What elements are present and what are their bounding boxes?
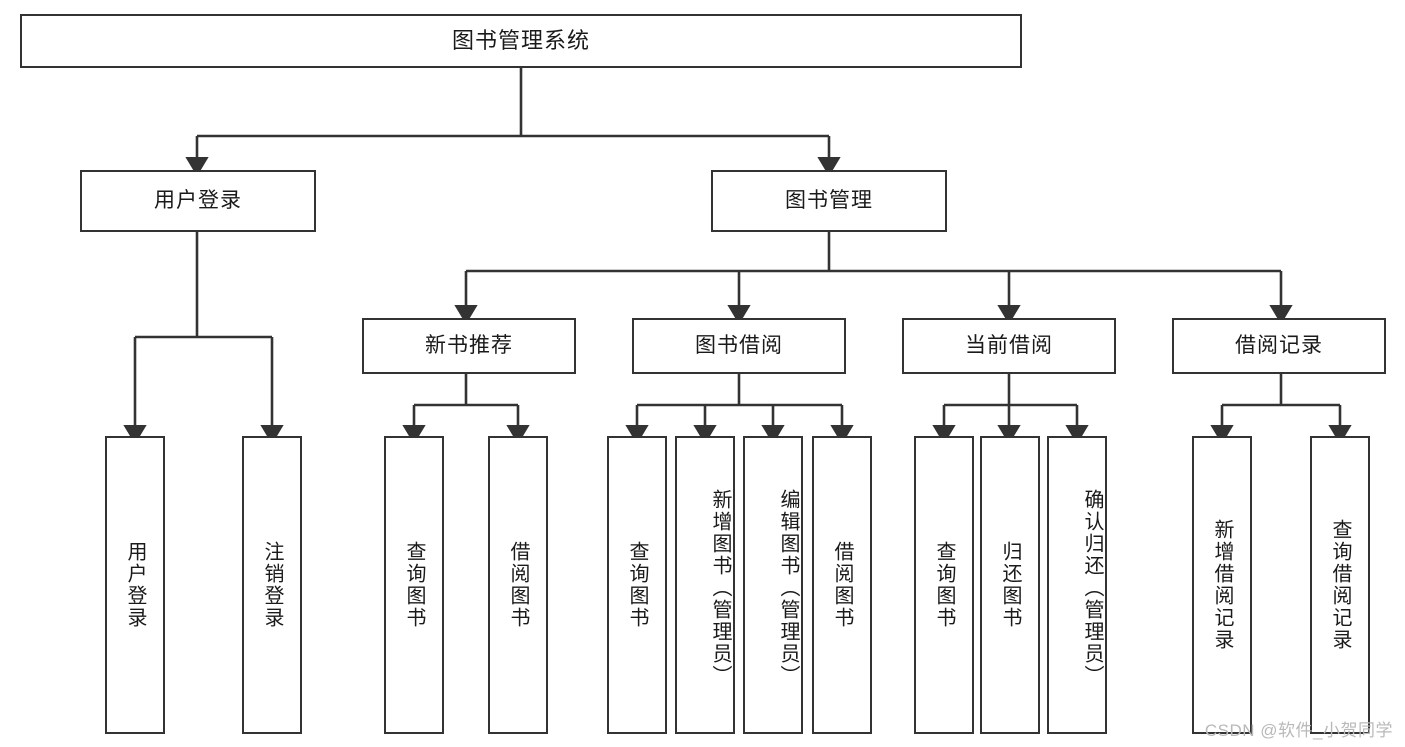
node-label: 借阅图书 (831, 541, 853, 629)
node-label: 查询借阅记录 (1329, 519, 1351, 651)
node-book-borrow[interactable]: 图书借阅 (632, 318, 846, 374)
leaf-new-book-query-books[interactable]: 查询图书 (384, 436, 444, 734)
leaf-book-borrow-query-books[interactable]: 查询图书 (607, 436, 667, 734)
node-label: 注销登录 (261, 541, 283, 629)
node-label: 归还图书 (999, 541, 1021, 629)
node-label: 图书借阅 (695, 333, 783, 357)
leaf-book-borrow-edit-book-admin[interactable]: 编辑图书（管理员） (743, 436, 803, 734)
leaf-user-login-signin[interactable]: 用户登录 (105, 436, 165, 734)
node-borrow-record[interactable]: 借阅记录 (1172, 318, 1386, 374)
node-label: 借阅图书 (507, 541, 529, 629)
node-label: 查询图书 (933, 541, 955, 629)
node-label: 新书推荐 (425, 333, 513, 357)
node-user-login[interactable]: 用户登录 (80, 170, 316, 232)
leaf-user-login-signout[interactable]: 注销登录 (242, 436, 302, 734)
leaf-current-borrow-query-books[interactable]: 查询图书 (914, 436, 974, 734)
node-label: 当前借阅 (965, 333, 1053, 357)
node-book-management[interactable]: 图书管理 (711, 170, 947, 232)
node-label: 用户登录 (154, 188, 242, 212)
node-label: 新增借阅记录 (1211, 519, 1233, 651)
leaf-current-borrow-return-books[interactable]: 归还图书 (980, 436, 1040, 734)
node-label: 查询图书 (626, 541, 648, 629)
node-new-book-recommend[interactable]: 新书推荐 (362, 318, 576, 374)
leaf-borrow-record-add-record[interactable]: 新增借阅记录 (1192, 436, 1252, 734)
leaf-new-book-borrow-books[interactable]: 借阅图书 (488, 436, 548, 734)
node-label: 查询图书 (403, 541, 425, 629)
node-label: 图书管理 (785, 188, 873, 212)
node-label: 编辑图书（管理员） (777, 489, 799, 687)
watermark-text: CSDN @软件_小贺同学 (1204, 721, 1393, 740)
node-label: 确认归还（管理员） (1081, 489, 1103, 687)
node-label: 借阅记录 (1235, 333, 1323, 357)
node-label: 用户登录 (124, 541, 146, 629)
node-current-borrow[interactable]: 当前借阅 (902, 318, 1116, 374)
leaf-book-borrow-add-book-admin[interactable]: 新增图书（管理员） (675, 436, 735, 734)
leaf-book-borrow-borrow-books[interactable]: 借阅图书 (812, 436, 872, 734)
leaf-borrow-record-query-record[interactable]: 查询借阅记录 (1310, 436, 1370, 734)
node-label: 新增图书（管理员） (709, 489, 731, 687)
leaf-current-borrow-confirm-return-admin[interactable]: 确认归还（管理员） (1047, 436, 1107, 734)
node-root-system[interactable]: 图书管理系统 (20, 14, 1022, 68)
node-label: 图书管理系统 (451, 28, 590, 54)
